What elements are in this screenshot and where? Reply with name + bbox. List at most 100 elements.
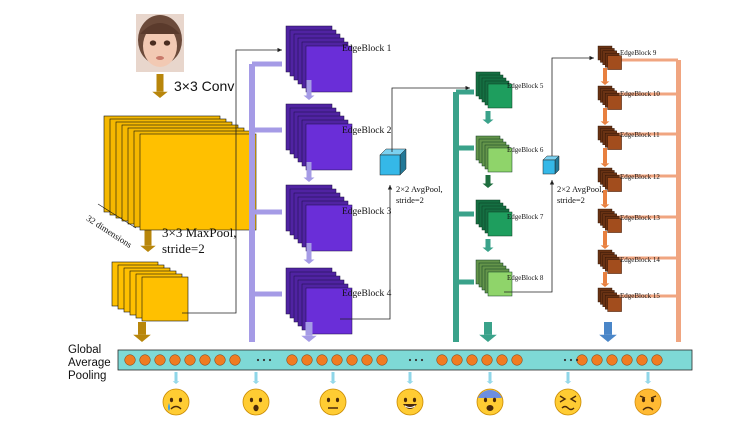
stage3-arrow-1 — [600, 68, 610, 85]
gap-dot — [451, 354, 463, 366]
edgeblock-6 — [475, 135, 513, 173]
edgeblock-14 — [597, 249, 622, 274]
edgeblock-7 — [475, 199, 513, 237]
gap-dot — [154, 354, 166, 366]
gap-ellipsis-3 — [563, 358, 579, 362]
gap-dot — [229, 354, 241, 366]
disgusted-face-icon — [554, 388, 582, 416]
gap-ellipsis-2 — [408, 358, 424, 362]
stage2-trunk — [453, 92, 459, 342]
edgeblock-15 — [597, 287, 622, 312]
crying-face-icon — [162, 388, 190, 416]
edgeblock-13 — [597, 208, 622, 233]
edgeblock-3 — [285, 184, 353, 252]
gap-ellipsis-1 — [256, 358, 272, 362]
edgeblock-13-label: EdgeBlock 13 — [620, 214, 660, 222]
gap-label-line2: Average — [68, 357, 111, 369]
neutral-face-icon — [319, 388, 347, 416]
emotion-arrow-1 — [172, 372, 180, 384]
gap-dot — [316, 354, 328, 366]
edgeblock-14-label: EdgeBlock 14 — [620, 256, 660, 264]
gap-dot — [331, 354, 343, 366]
gap-arrow-4 — [599, 322, 617, 342]
edgeblock-1 — [285, 25, 353, 93]
edgeblock-3-label: EdgeBlock 3 — [342, 207, 392, 217]
gap-dot — [436, 354, 448, 366]
avgpool-2-cube — [542, 155, 560, 175]
edgeblock-11 — [597, 125, 622, 150]
gap-arrow-3 — [479, 322, 497, 342]
edgeblock-15-label: EdgeBlock 15 — [620, 292, 660, 300]
edgeblock-10-label: EdgeBlock 10 — [620, 90, 660, 98]
edgeblock-11-label: EdgeBlock 11 — [620, 131, 660, 139]
emotion-arrow-3 — [329, 372, 337, 384]
avgpool-1-cube — [379, 148, 407, 176]
grinning-face-icon — [396, 388, 424, 416]
gap-dot — [184, 354, 196, 366]
gap-arrow-1 — [133, 322, 151, 342]
maxpool-label-line1: 3×3 MaxPool, — [162, 225, 237, 240]
stage3-arrow-6 — [600, 272, 610, 287]
stage1-arrow-3 — [303, 243, 315, 264]
edgeblock-10 — [597, 85, 622, 110]
edgeblock-12 — [597, 167, 622, 192]
emotion-arrow-2 — [252, 372, 260, 384]
gap-bar — [117, 349, 693, 371]
gap-dot — [361, 354, 373, 366]
emotion-arrow-5 — [486, 372, 494, 384]
gap-dot — [124, 354, 136, 366]
emotion-arrow-7 — [644, 372, 652, 384]
edgeblock-8 — [475, 259, 513, 297]
edgeblock-12-label: EdgeBlock 12 — [620, 173, 660, 181]
gap-label-line3: Pooling — [68, 370, 107, 382]
stage1-trunk — [249, 64, 255, 342]
emotion-arrow-6 — [564, 372, 572, 384]
edgeblock-8-label: EdgeBlock 8 — [507, 274, 544, 282]
conv-label: 3×3 Conv — [174, 78, 235, 94]
gap-dot — [286, 354, 298, 366]
edgeblock-4 — [285, 267, 353, 335]
input-image — [136, 14, 184, 72]
edgeblock-4-label: EdgeBlock 4 — [342, 289, 392, 299]
stage2-arrow-3 — [482, 239, 494, 252]
maxpool-feature-maps — [111, 261, 189, 322]
edgeblock-2-label: EdgeBlock 2 — [342, 126, 392, 136]
edgeblock-9-label: EdgeBlock 9 — [620, 49, 657, 57]
stage2-arrow-1 — [482, 111, 494, 124]
gap-dot — [606, 354, 618, 366]
gap-dot — [301, 354, 313, 366]
conv-arrow — [152, 74, 168, 98]
stage3-arrow-4 — [600, 190, 610, 208]
gap-dot — [169, 354, 181, 366]
gap-dot — [199, 354, 211, 366]
avgpool2-label-line1: 2×2 AvgPool, — [557, 184, 604, 194]
fearful-face-icon — [476, 388, 504, 416]
edgeblock-2 — [285, 103, 353, 171]
gap-dot — [346, 354, 358, 366]
connector-to-avgpool-2 — [504, 180, 555, 293]
connector-to-edgeblock-1 — [182, 47, 282, 314]
avgpool1-label-line1: 2×2 AvgPool, — [396, 184, 443, 194]
gap-dot — [139, 354, 151, 366]
surprised-face-icon — [242, 388, 270, 416]
gap-dot — [466, 354, 478, 366]
stage1-arrow-1 — [303, 80, 315, 100]
gap-dot — [376, 354, 388, 366]
edgeblock-1-label: EdgeBlock 1 — [342, 44, 392, 54]
stage3-arrow-5 — [600, 231, 610, 249]
gap-label-line1: Global — [68, 344, 102, 356]
edgeblock-7-label: EdgeBlock 7 — [507, 213, 544, 221]
gap-dot — [591, 354, 603, 366]
gap-dot — [576, 354, 588, 366]
dimension-bracket — [97, 203, 137, 229]
connector-to-avgpool-1 — [340, 185, 393, 320]
stage3-arrow-3 — [600, 148, 610, 167]
edgeblock-5-label: EdgeBlock 5 — [507, 82, 544, 90]
stage2-arrow-2 — [482, 175, 494, 188]
gap-dot — [621, 354, 633, 366]
stage3-right-trunk — [676, 60, 681, 342]
connector-to-edgeblock-5 — [391, 85, 470, 152]
emotion-arrow-4 — [406, 372, 414, 384]
avgpool1-label-line2: stride=2 — [396, 195, 424, 205]
gap-dot — [651, 354, 663, 366]
